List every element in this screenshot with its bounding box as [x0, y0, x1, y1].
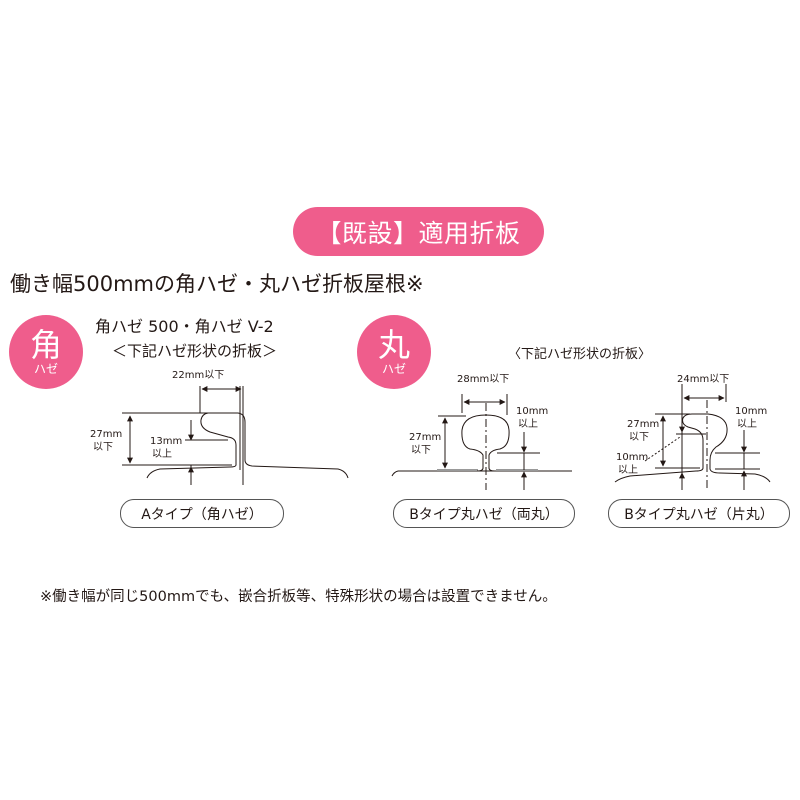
kaku-note: ＜下記ハゼ形状の折板＞: [112, 342, 278, 360]
ryomaru-height-label-1: 27mm: [409, 432, 441, 443]
katamaru-left-min-label-2: 以上: [618, 464, 638, 476]
ryomaru-min-label-2: 以上: [518, 418, 538, 430]
kaku-badge-small: ハゼ: [33, 362, 58, 376]
a-min-label-1: 13mm: [150, 436, 182, 447]
diagram-a-kaku-haze: [122, 386, 349, 485]
maru-badge-small: ハゼ: [381, 362, 406, 376]
footnote: ※働き幅が同じ500mmでも、嵌合折板等、特殊形状の場合は設置できません。: [40, 589, 557, 605]
katamaru-width-label: 24mm以下: [677, 374, 729, 385]
a-height-label-1: 27mm: [90, 429, 122, 440]
katamaru-left-min-label-1: 10mm: [616, 452, 648, 463]
kaku-models: 角ハゼ 500・角ハゼ V-2: [95, 317, 274, 336]
type-b-katamaru-label: Bタイプ丸ハゼ（片丸）: [608, 499, 790, 528]
kaku-badge-big: 角: [29, 326, 62, 364]
maru-note: 〈下記ハゼ形状の折板〉: [508, 347, 652, 362]
ryomaru-min-label-1: 10mm: [516, 406, 548, 417]
katamaru-min-label-2: 以上: [737, 418, 757, 430]
page-heading: 働き幅500mmの角ハゼ・丸ハゼ折板屋根※: [10, 272, 424, 296]
type-b-ryomaru-label: Bタイプ丸ハゼ（両丸）: [393, 499, 575, 528]
katamaru-height-label-2: 以下: [629, 432, 649, 443]
kaku-haze-badge: 角 ハゼ: [9, 315, 83, 389]
diagram-b-katamaru: [614, 384, 771, 490]
diagram-b-ryomaru: [391, 394, 572, 490]
a-height-label-2: 以下: [93, 442, 113, 453]
ryomaru-width-label: 28mm以下: [457, 374, 509, 385]
section-title-pill: 【既設】適用折板: [293, 207, 544, 256]
katamaru-min-label-1: 10mm: [735, 406, 767, 417]
katamaru-height-label-1: 27mm: [627, 419, 659, 430]
type-a-label: Aタイプ（角ハゼ）: [120, 499, 284, 528]
maru-haze-badge: 丸 ハゼ: [357, 315, 431, 389]
ryomaru-height-label-2: 以下: [411, 445, 431, 456]
a-width-label: 22mm以下: [172, 370, 224, 381]
maru-badge-big: 丸: [377, 326, 410, 364]
a-min-label-2: 以上: [152, 448, 172, 460]
